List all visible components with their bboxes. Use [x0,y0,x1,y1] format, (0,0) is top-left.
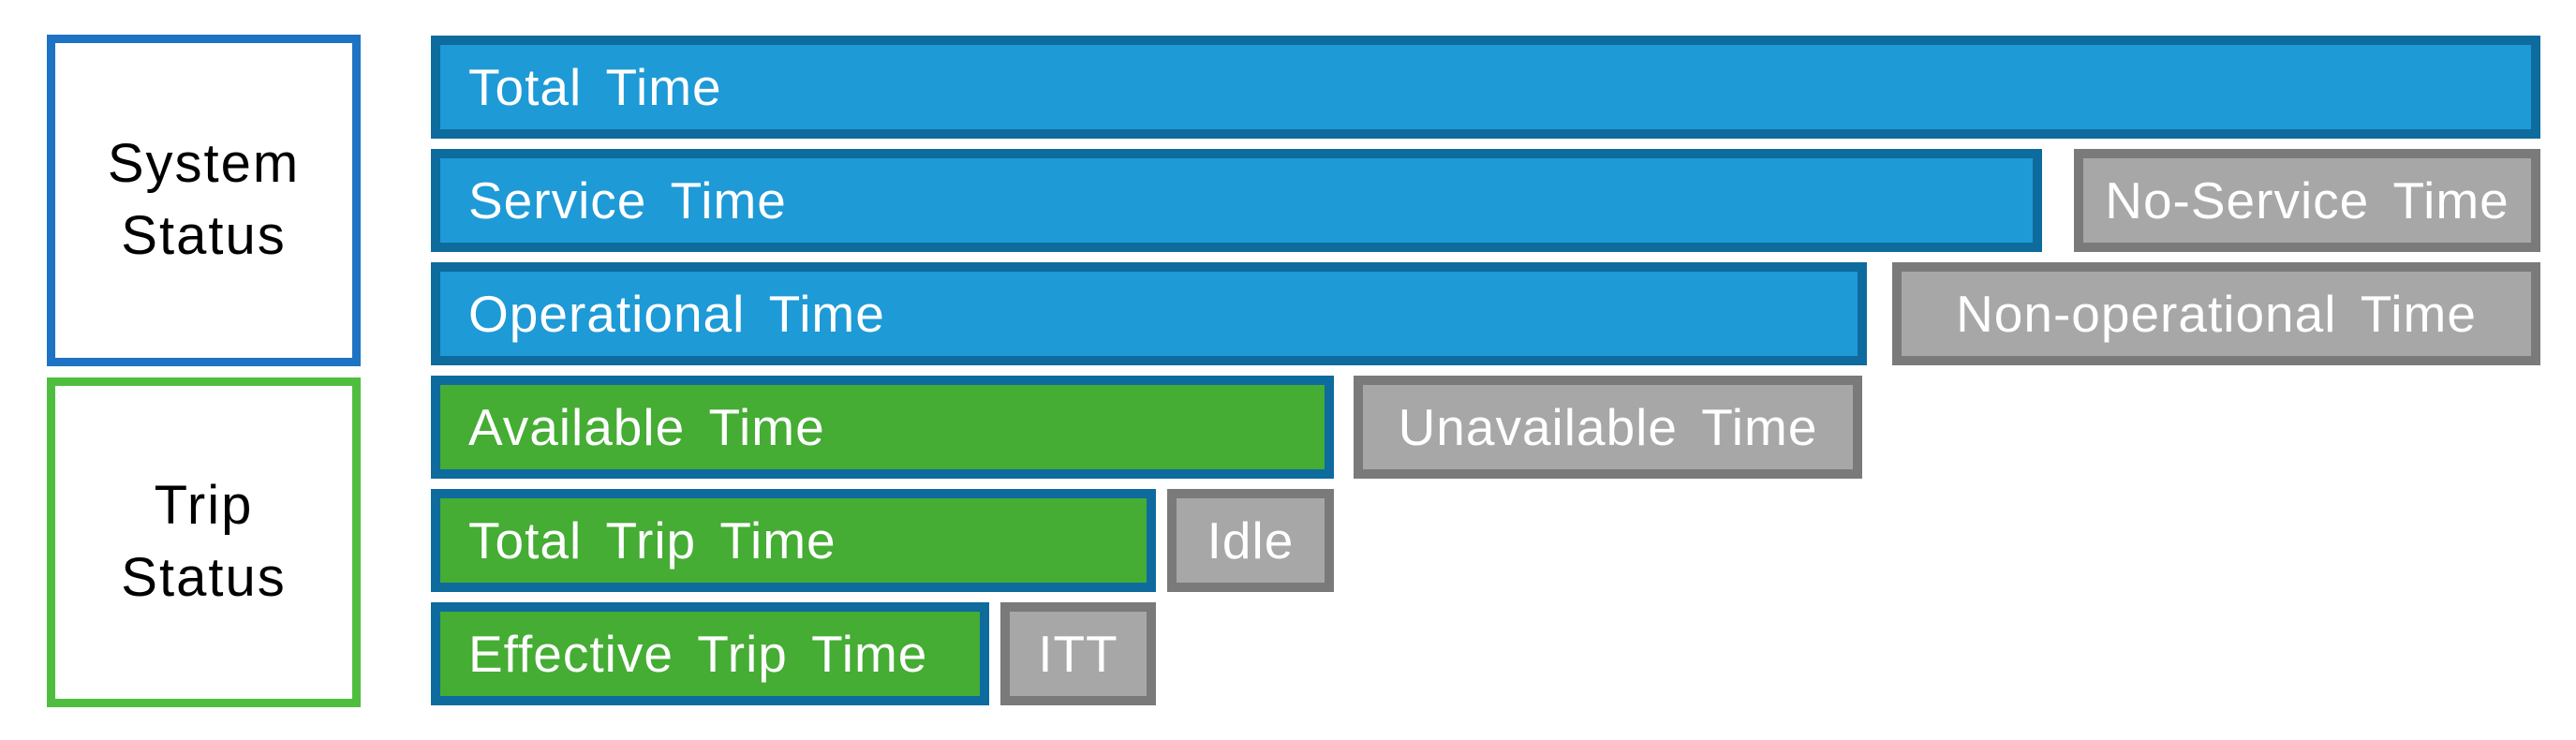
bar-unavailable-time: Unavailable Time [1354,376,1862,479]
system-status-label-line1: System [107,133,301,195]
bar-service-time-label: Service Time [468,171,787,229]
bar-total-trip-time: Total Trip Time [431,489,1156,592]
bar-total-time: Total Time [431,36,2540,139]
trip-status-box: Trip Status [47,377,361,707]
trip-status-label-line2: Status [121,547,287,608]
bar-unavailable-time-label: Unavailable Time [1398,398,1818,456]
system-status-box: System Status [47,35,361,366]
bar-total-time-label: Total Time [468,58,722,116]
bar-effective-trip-time: Effective Trip Time [431,602,989,705]
bar-effective-trip-time-label: Effective Trip Time [468,625,928,683]
bar-idle-label: Idle [1207,511,1295,570]
bar-available-time: Available Time [431,376,1334,479]
bar-service-time: Service Time [431,149,2042,252]
bar-non-operational-time-label: Non-operational Time [1956,285,2477,343]
bar-operational-time-label: Operational Time [468,285,885,343]
trip-status-label-line1: Trip [154,475,254,537]
trip-status-label: Trip Status [121,470,286,614]
bar-itt-label: ITT [1038,625,1118,683]
bar-total-trip-time-label: Total Trip Time [468,511,836,570]
bar-itt: ITT [1000,602,1156,705]
system-status-label: System Status [108,128,300,272]
bar-no-service-time-label: No-Service Time [2105,171,2509,229]
bar-operational-time: Operational Time [431,262,1867,365]
bar-idle: Idle [1167,489,1334,592]
bar-no-service-time: No-Service Time [2074,149,2540,252]
bar-available-time-label: Available Time [468,398,825,456]
bar-non-operational-time: Non-operational Time [1892,262,2540,365]
system-status-label-line2: Status [121,205,287,266]
